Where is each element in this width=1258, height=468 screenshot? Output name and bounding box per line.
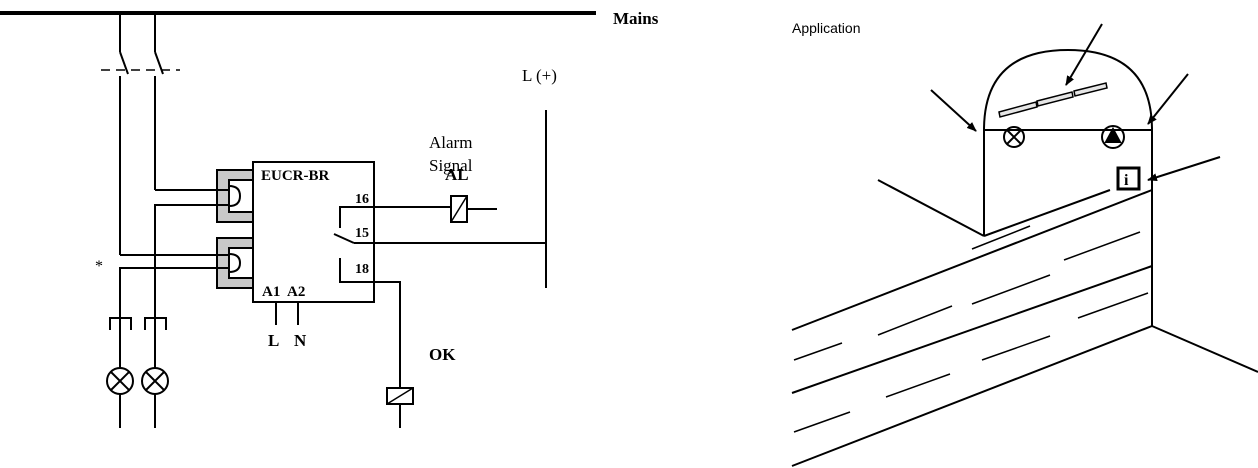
- alarm-label-line2: Signal: [429, 156, 473, 175]
- info-icon: i: [1116, 166, 1141, 191]
- terminal-18-label: 18: [355, 262, 369, 277]
- mains-label: Mains: [613, 9, 659, 28]
- lamp-icon: [106, 367, 134, 395]
- application-illustration: i: [791, 23, 1258, 467]
- pointer-arrow: [1147, 156, 1221, 182]
- application-title: Application: [792, 20, 861, 36]
- device-name-label: EUCR-BR: [261, 168, 330, 184]
- ok-label: OK: [429, 345, 456, 364]
- relay-coil-icon: [386, 387, 414, 405]
- control-column: [983, 48, 1153, 266]
- wiring-diagram: [0, 11, 596, 428]
- terminal-16-label: 16: [355, 192, 369, 207]
- pointer-arrow: [930, 89, 977, 132]
- pointer-arrow: [1065, 23, 1103, 86]
- svg-text:i: i: [1124, 172, 1129, 189]
- supply-label: L (+): [522, 66, 557, 85]
- breaker-switch-icon: [101, 13, 180, 255]
- pump-icon: [1101, 125, 1125, 149]
- conveyor-surface: [791, 189, 1153, 467]
- pointer-arrow: [1147, 73, 1189, 125]
- switch-contact-icon: [333, 206, 546, 283]
- terminal-15-label: 15: [355, 226, 369, 241]
- power-n-label: N: [294, 331, 307, 350]
- power-l-label: L: [268, 331, 279, 350]
- terminal-a2-label: A2: [287, 284, 305, 300]
- current-sensor-bottom-icon: [216, 237, 256, 289]
- lamp-bar-icon: [998, 82, 1108, 118]
- asterisk-note: *: [95, 258, 103, 275]
- load-switch-icon: [109, 317, 167, 330]
- current-sensor-top-icon: [216, 169, 256, 223]
- lamp-icon: [141, 367, 169, 395]
- terminal-a1-label: A1: [262, 284, 280, 300]
- alarm-code-label: AL: [445, 165, 469, 184]
- alarm-label-line1: Alarm: [429, 133, 472, 152]
- eucr-br-module: [252, 161, 375, 303]
- relay-coil-icon: [450, 195, 468, 223]
- lamp-icon: [1003, 126, 1025, 148]
